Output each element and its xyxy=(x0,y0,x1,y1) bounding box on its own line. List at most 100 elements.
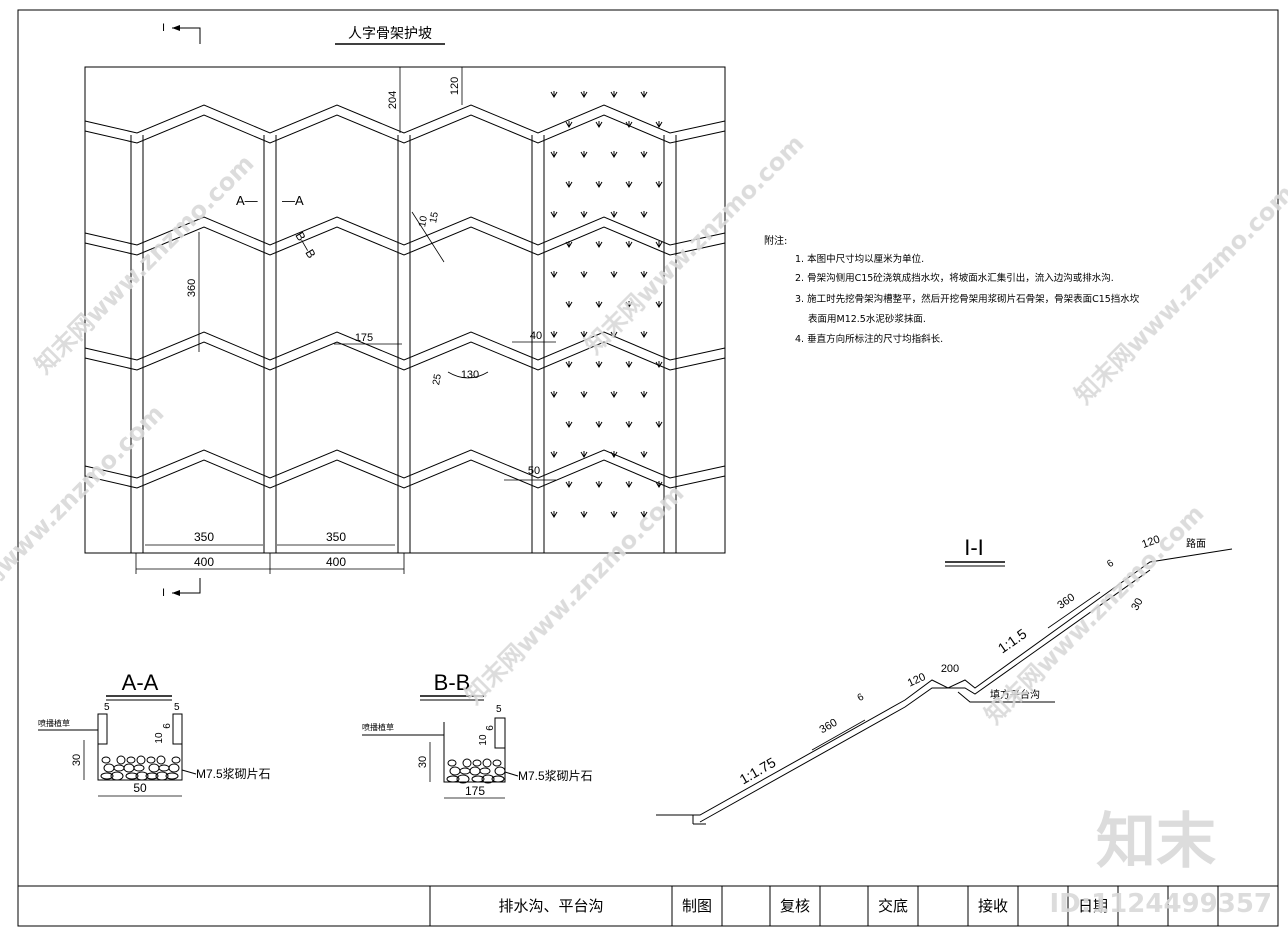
grass-symbol xyxy=(565,301,573,308)
stone xyxy=(168,763,180,773)
stone xyxy=(492,759,502,767)
grass-symbol xyxy=(640,331,648,338)
stone xyxy=(447,759,457,767)
stone xyxy=(100,772,114,780)
stone xyxy=(145,772,159,780)
grass-symbol xyxy=(550,151,558,158)
grass-symbol xyxy=(655,361,663,368)
aa-stone-fill xyxy=(100,755,181,781)
vertical-ribs xyxy=(130,135,677,553)
d120-mid: 120 xyxy=(906,671,928,690)
grass-symbol xyxy=(640,151,648,158)
stone xyxy=(479,767,491,775)
grass-symbol xyxy=(580,331,588,338)
stone xyxy=(462,758,472,768)
stone xyxy=(171,756,181,764)
aa-left-label: 喷播植草 xyxy=(38,718,70,728)
grass-symbol xyxy=(580,211,588,218)
stone xyxy=(469,766,481,776)
cell-review: 复核 xyxy=(780,897,810,915)
cut-label-b: B—B xyxy=(292,229,318,260)
bb-left-label: 喷播植草 xyxy=(362,722,394,732)
bb-d175: 175 xyxy=(465,784,485,798)
grass-symbol xyxy=(625,181,633,188)
note-1: 1. 本图中尺寸均以厘米为单位. xyxy=(795,253,924,265)
grass-symbol xyxy=(565,121,573,128)
slope-profile-inner xyxy=(699,569,1151,823)
stone xyxy=(449,766,461,776)
watermark-logo: 知末 xyxy=(1096,807,1216,877)
stone xyxy=(494,766,506,776)
grass-symbol xyxy=(595,181,603,188)
grass-symbol xyxy=(595,481,603,488)
grass-symbol xyxy=(565,421,573,428)
bb-d10: 10 xyxy=(478,734,489,746)
d360-low: 360 xyxy=(818,717,840,737)
grass-symbol xyxy=(610,211,618,218)
aa-d50: 50 xyxy=(133,781,147,795)
grass-symbol xyxy=(595,301,603,308)
cut-label-a-left: A— xyxy=(236,193,258,208)
grass-symbol xyxy=(640,391,648,398)
grass-symbol xyxy=(655,481,663,488)
dim-350-a: 350 xyxy=(194,530,214,544)
stone xyxy=(456,774,470,784)
grass-symbol xyxy=(625,481,633,488)
section-a-a: A-A 喷播植草 M7.5浆砌片石 5 5 10 6 30 50 xyxy=(38,670,271,797)
cut-marker-top: I xyxy=(162,22,165,34)
aa-d5b: 5 xyxy=(174,702,180,713)
grass-symbol xyxy=(565,361,573,368)
section-bb-title: B-B xyxy=(434,670,471,695)
chevron-ribs xyxy=(84,104,726,489)
note-3: 3. 施工时先挖骨架沟槽整平，然后开挖骨架用浆砌片石骨架，骨架表面C15挡水坎 xyxy=(795,293,1140,305)
stone xyxy=(110,771,124,781)
stone xyxy=(491,775,505,783)
d6-mid: 6 xyxy=(856,691,867,704)
grass-symbol xyxy=(580,151,588,158)
grass-symbol xyxy=(610,451,618,458)
dim-350-b: 350 xyxy=(326,530,346,544)
stone xyxy=(459,767,471,775)
sheet-border xyxy=(17,9,1279,927)
stone xyxy=(116,755,126,765)
grass-symbol xyxy=(625,121,633,128)
grass-symbol xyxy=(580,451,588,458)
bb-material: M7.5浆砌片石 xyxy=(518,768,593,783)
cut-label-a-right: —A xyxy=(282,193,304,208)
grass-symbol xyxy=(625,301,633,308)
stone xyxy=(472,759,482,767)
grass-symbol xyxy=(625,421,633,428)
stone xyxy=(481,774,495,784)
stone xyxy=(156,755,166,765)
grass-symbol xyxy=(595,121,603,128)
dim-40: 40 xyxy=(530,330,542,342)
note-2: 2. 骨架沟侧用C15砼浇筑成挡水坎，将坡面水汇集引出，流入边沟或排水沟. xyxy=(795,272,1114,284)
stone xyxy=(125,772,139,780)
dim-130: 130 xyxy=(461,369,479,381)
grass-symbol xyxy=(595,361,603,368)
notes-heading: 附注: xyxy=(764,234,787,247)
road-label: 路面 xyxy=(1186,537,1206,550)
cut-arrow-bottom xyxy=(172,590,180,596)
plan-title: 人字骨架护坡 xyxy=(348,26,432,42)
chevron-line xyxy=(84,449,726,479)
cell-date: 日期 xyxy=(1078,897,1108,915)
watermarks: 知末网www.znzmo.com 知末网www.znzmo.com 知末网www… xyxy=(0,129,1288,919)
grass-symbol xyxy=(610,331,618,338)
bb-d30: 30 xyxy=(417,756,429,768)
stone xyxy=(148,763,160,773)
cell-handover: 交底 xyxy=(878,897,908,915)
dim-15: 15 xyxy=(428,211,441,224)
aa-d10: 10 xyxy=(154,732,165,744)
grass-symbol xyxy=(550,271,558,278)
grass-symbol xyxy=(610,391,618,398)
drawing-name: 排水沟、平台沟 xyxy=(498,897,603,915)
dim-25: 25 xyxy=(431,373,444,386)
stone xyxy=(165,772,179,780)
chevron-line xyxy=(84,216,726,246)
stone xyxy=(126,756,136,764)
grass-symbol xyxy=(610,151,618,158)
bb-d5: 5 xyxy=(496,704,502,715)
stone xyxy=(133,764,145,772)
stone xyxy=(123,763,135,773)
